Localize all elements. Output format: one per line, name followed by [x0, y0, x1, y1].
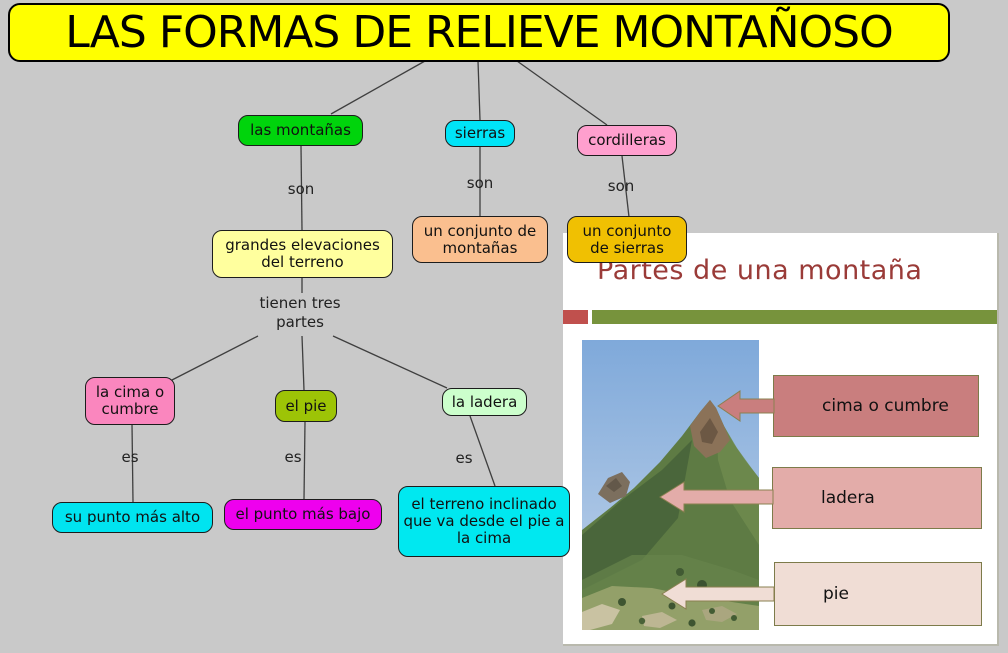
node-terreno-inclinado[interactable]: el terreno inclinado que va desde el pie… — [398, 486, 570, 557]
callout-cima-cumbre: cima o cumbre — [773, 375, 979, 437]
arrow-cima-icon — [717, 390, 775, 422]
node-cima-cumbre[interactable]: la cima o cumbre — [85, 377, 175, 425]
link-label-es-ladera: es — [455, 449, 473, 467]
callout-pie-label: pie — [823, 584, 849, 604]
node-conjunto-montanas[interactable]: un conjunto de montañas — [412, 216, 548, 263]
accent-bar-red — [563, 310, 588, 324]
node-conjunto-sierras[interactable]: un conjunto de sierras — [567, 216, 687, 263]
link-label-son-sierras: son — [466, 174, 494, 192]
callout-pie: pie — [774, 562, 982, 626]
node-cordilleras[interactable]: cordilleras — [577, 125, 677, 156]
node-sierras[interactable]: sierras — [445, 120, 515, 147]
callout-cima-label: cima o cumbre — [822, 396, 949, 416]
node-punto-mas-alto[interactable]: su punto más alto — [52, 502, 213, 533]
node-el-pie[interactable]: el pie — [275, 390, 337, 422]
link-label-son-cordilleras: son — [607, 177, 635, 195]
arrow-ladera-icon — [659, 481, 774, 513]
link-label-es-pie: es — [284, 448, 302, 466]
link-label-es-cima: es — [121, 448, 139, 466]
callout-ladera-label: ladera — [821, 488, 875, 508]
arrow-pie-icon — [661, 578, 775, 610]
callout-ladera: ladera — [772, 467, 982, 529]
link-label-son-montanas: son — [287, 180, 315, 198]
callout-arrows — [659, 390, 775, 610]
node-las-montanas[interactable]: las montañas — [238, 115, 363, 146]
page-title: LAS FORMAS DE RELIEVE MONTAÑOSO — [8, 3, 950, 62]
link-label-tienen-tres-partes: tienen tres partes — [259, 294, 341, 331]
node-la-ladera[interactable]: la ladera — [442, 388, 527, 416]
node-grandes-elevaciones[interactable]: grandes elevaciones del terreno — [212, 230, 393, 278]
node-punto-mas-bajo[interactable]: el punto más bajo — [224, 499, 382, 530]
slide-panel: Partes de una montaña — [563, 233, 999, 646]
accent-bar-green — [592, 310, 997, 324]
